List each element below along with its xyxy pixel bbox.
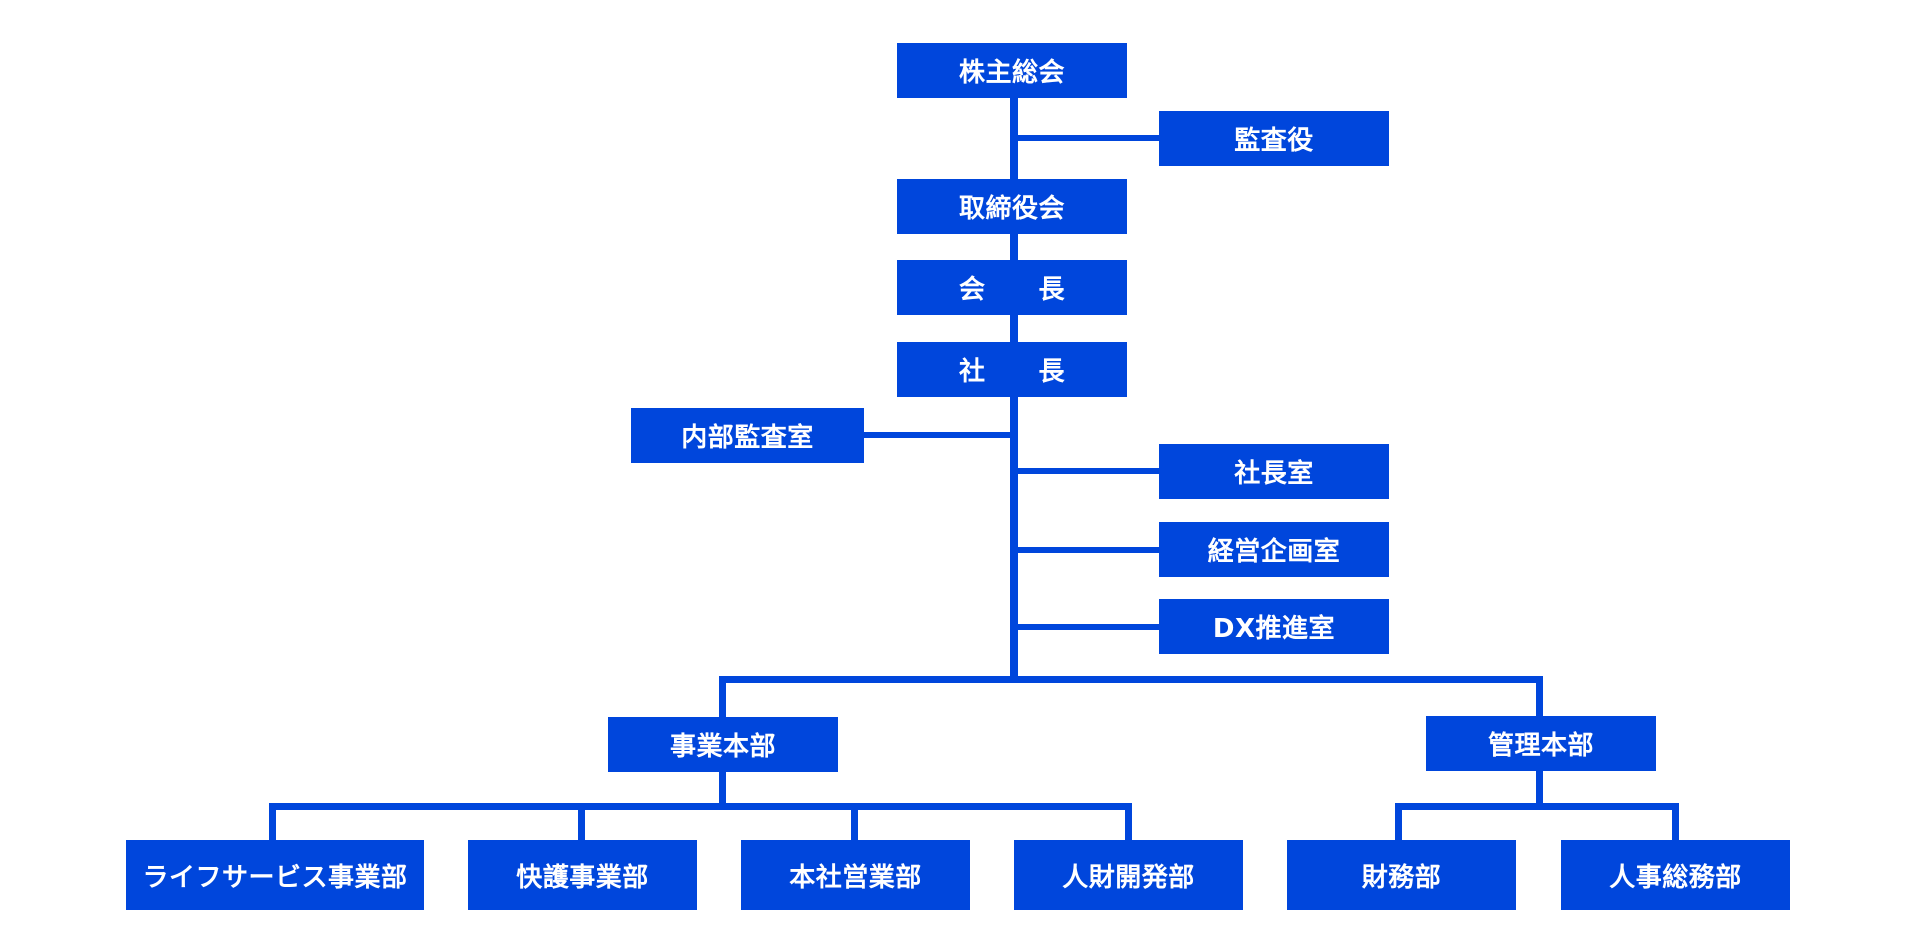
- connector-business-down: [719, 770, 726, 807]
- connector-planning: [1014, 547, 1159, 553]
- node-chairman: 会 長: [897, 260, 1127, 315]
- node-president: 社 長: [897, 342, 1127, 397]
- node-dx: DX推進室: [1159, 599, 1389, 654]
- node-internal-audit: 内部監査室: [631, 408, 864, 463]
- connector-care: [578, 803, 585, 841]
- connector-hq-bar: [719, 676, 1543, 683]
- connector-sales: [851, 803, 858, 841]
- connector-auditor: [1014, 135, 1159, 141]
- node-auditor: 監査役: [1159, 111, 1389, 166]
- node-hr-dev: 人財開発部: [1014, 840, 1243, 910]
- connector-admin-hq: [1536, 676, 1543, 717]
- connector-general-affairs: [1672, 803, 1679, 841]
- connector-life-service: [269, 803, 276, 841]
- node-sales: 本社営業部: [741, 840, 970, 910]
- connector-dx: [1014, 624, 1159, 630]
- node-care: 快護事業部: [468, 840, 697, 910]
- node-life-service: ライフサービス事業部: [126, 840, 424, 910]
- connector-admin-bar: [1395, 803, 1679, 810]
- connector-president-office: [1014, 468, 1159, 474]
- node-planning: 経営企画室: [1159, 522, 1389, 577]
- connector-hr-dev: [1125, 803, 1132, 841]
- connector-admin-down: [1536, 770, 1543, 807]
- connector-business-bar: [269, 803, 1132, 810]
- node-finance: 財務部: [1287, 840, 1516, 910]
- connector-finance: [1395, 803, 1402, 841]
- node-business-hq: 事業本部: [608, 717, 838, 772]
- connector-internal-audit: [864, 432, 1014, 438]
- node-shareholders: 株主総会: [897, 43, 1127, 98]
- node-admin-hq: 管理本部: [1426, 716, 1656, 771]
- connector-business-hq: [719, 676, 726, 718]
- node-general-affairs: 人事総務部: [1561, 840, 1790, 910]
- node-board: 取締役会: [897, 179, 1127, 234]
- node-president-office: 社長室: [1159, 444, 1389, 499]
